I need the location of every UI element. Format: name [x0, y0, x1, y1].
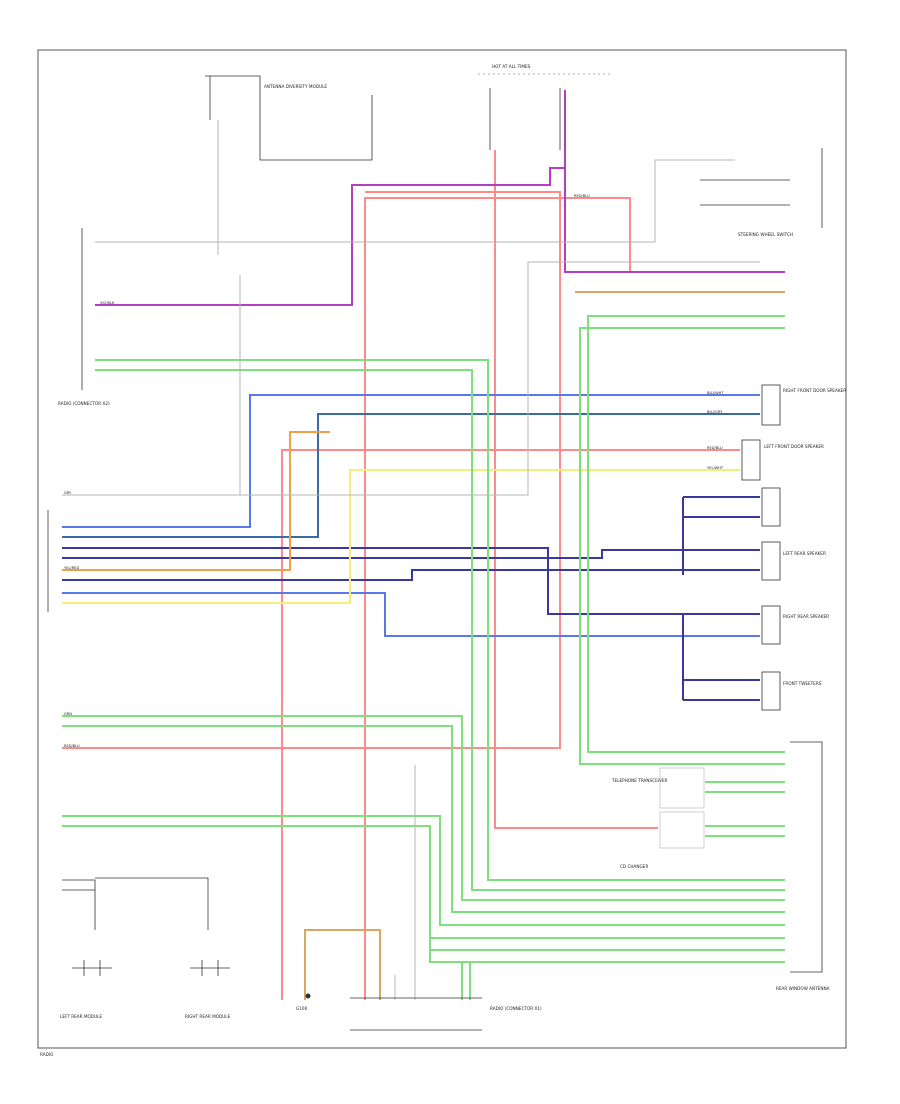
rf-door-speaker-box [761, 384, 781, 426]
bottom-mod-a [72, 960, 112, 976]
diagram-frame [37, 49, 847, 1049]
top-switch-box [205, 75, 373, 161]
label-right-conn: REAR WINDOW ANTENNA [776, 986, 830, 991]
wire-label-red-left: RED/BLU [64, 744, 80, 748]
label-radio-bottom: RADIO (CONNECTOR X1) [490, 1006, 542, 1011]
wire-darkblue-tw1 [682, 496, 760, 575]
component-layer: ANTENNA DIVERSITY MODULE RADIO (CONNECTO… [47, 64, 846, 1031]
wire-grey-top-switch [217, 120, 241, 495]
label-fuse-box: HOT AT ALL TIMES [492, 64, 531, 69]
wire-blue-rf-1 [62, 394, 760, 528]
wire-green-right-1 [587, 315, 785, 753]
right-connector-bracket [790, 741, 823, 973]
rear-left-box [761, 541, 781, 581]
ground-symbol [305, 993, 311, 999]
wire-green-radio-b [95, 369, 785, 891]
wire-label-red-top: RED/BLU [574, 194, 590, 198]
label-left-rear: LEFT REAR SPEAKER [783, 551, 826, 556]
right-rear-module [95, 877, 209, 930]
lf-door-speaker-box [741, 439, 761, 481]
label-radio-left: RADIO (CONNECTOR X2) [58, 401, 110, 406]
wire-darkblue-3 [62, 569, 760, 581]
page-label: RADIO [40, 1052, 54, 1057]
left-rear-module [62, 879, 96, 930]
wire-label-yellow: YEL/WHT [707, 466, 724, 470]
fuse-a [489, 88, 561, 150]
cd-changer-box [659, 811, 705, 849]
wire-blue-rf-2 [62, 413, 760, 538]
wire-tan-1 [304, 929, 381, 1000]
wire-grey-radio-2 [62, 261, 760, 496]
wire-label-red: RED/BLU [707, 446, 723, 450]
wire-green-right-2 [579, 327, 785, 765]
wire-green-tel-1 [705, 781, 785, 793]
wire-orange-1 [62, 431, 330, 571]
wire-label-orange: YEL/RED [64, 566, 79, 570]
label-lf-door: LEFT FRONT DOOR SPEAKER [764, 444, 824, 449]
wire-red-telephone [494, 150, 658, 829]
wire-label-blue: BLU/WHT [707, 391, 724, 395]
label-steering-switch: STEERING WHEEL SWITCH [738, 232, 793, 237]
wire-green-antenna-b [62, 725, 785, 913]
wire-label-violet: VIO/BLK [100, 301, 115, 305]
wire-grey-bottom-1 [394, 765, 416, 1000]
wire-violet-radio-top [95, 167, 785, 306]
label-left-rear-module: LEFT REAR MODULE [60, 1014, 102, 1019]
label-diversity-box: ANTENNA DIVERSITY MODULE [264, 84, 327, 89]
rear-right-box [761, 605, 781, 645]
label-right-rear: RIGHT REAR SPEAKER [783, 614, 829, 619]
wire-green-c2 [62, 825, 785, 939]
wire-grey-radio-top [95, 159, 735, 243]
wire-green-radio-a [95, 359, 785, 881]
label-right-rear-module: RIGHT REAR MODULE [185, 1014, 231, 1019]
radio-bottom-bracket [350, 997, 482, 1031]
wire-layer [62, 90, 785, 1000]
wire-label-layer: VIO/BLK RED/BLU BLU/WHT BLU/GRY RED/BLU … [64, 194, 724, 748]
label-telephone: TELEPHONE TRANSCEIVER [611, 778, 668, 783]
wire-green-c3 [429, 938, 785, 963]
wire-green-c1 [62, 815, 785, 926]
wire-green-cd-1 [705, 825, 785, 837]
label-cd-changer: CD CHANGER [620, 864, 648, 869]
label-ground: G100 [296, 1006, 308, 1011]
telephone-module-box [659, 767, 705, 809]
bottom-mod-b [190, 960, 230, 976]
wire-darkblue-4 [62, 592, 760, 637]
wire-darkblue-2 [62, 549, 760, 559]
steering-switch [700, 148, 823, 228]
wire-label-blue-2: BLU/GRY [707, 410, 723, 414]
wire-green-antenna-a [62, 715, 785, 901]
wire-label-grey: GRY [64, 491, 72, 495]
wire-darkblue-tw2 [682, 614, 760, 701]
wire-green-bottom-conn [461, 962, 471, 1000]
wire-darkblue-1 [62, 547, 760, 615]
label-tweeters: FRONT TWEETERS [783, 681, 822, 686]
tweeter-left-box [761, 487, 781, 527]
label-rf-door: RIGHT FRONT DOOR SPEAKER [783, 388, 846, 393]
wire-yellow-1 [62, 469, 740, 604]
wire-label-green: GRN [64, 712, 72, 716]
tweeter-right-box [761, 671, 781, 711]
